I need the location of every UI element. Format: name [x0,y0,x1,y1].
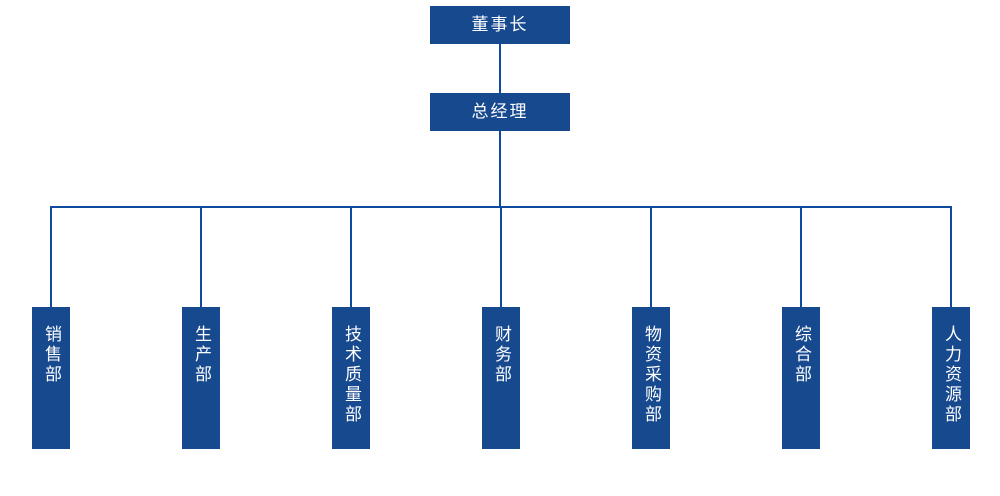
connector-stub-general-affairs [800,206,802,307]
connector-stub-finance [500,206,502,307]
connector-stub-procurement [650,206,652,307]
org-node-dept-sales: 销售部 [32,307,70,449]
org-node-dept-production: 生产部 [182,307,220,449]
connector-trunk [499,131,501,208]
org-node-dept-hr: 人力资源部 [932,307,970,449]
connector-stub-tech-quality [350,206,352,307]
connector-chairman-gm [499,44,501,93]
connector-stub-production [200,206,202,307]
connector-stub-hr [950,206,952,307]
org-node-dept-general-affairs: 综合部 [782,307,820,449]
connector-stub-sales [50,206,52,307]
org-node-dept-procurement: 物资采购部 [632,307,670,449]
org-node-general-manager: 总经理 [430,93,570,131]
org-node-chairman: 董事长 [430,6,570,44]
org-node-dept-finance: 财务部 [482,307,520,449]
org-node-dept-tech-quality: 技术质量部 [332,307,370,449]
